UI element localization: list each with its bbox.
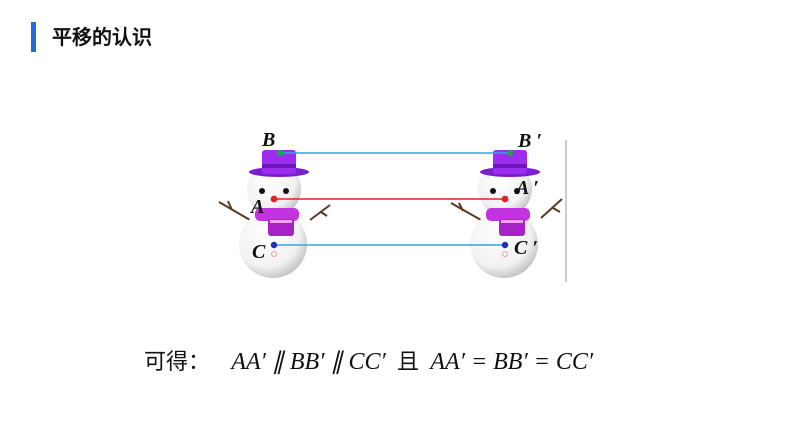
point-c — [270, 241, 278, 249]
label-c: C — [252, 241, 266, 263]
formula-conjunction: 且 — [397, 350, 420, 375]
formula-equal: AA′ = BB′ = CC′ — [430, 349, 594, 375]
title-accent-bar — [31, 22, 36, 52]
label-a: A — [249, 196, 264, 218]
label-a-prime: A ′ — [514, 177, 539, 199]
page-title: 平移的认识 — [52, 25, 152, 49]
formula-prefix: 可得： — [144, 350, 211, 375]
point-b — [276, 149, 284, 157]
label-c-prime: C ′ — [514, 237, 538, 259]
point-b-prime — [506, 149, 514, 157]
translation-figure: B B ′ A A ′ C C ′ — [218, 129, 567, 282]
label-b: B — [261, 129, 275, 151]
label-b-prime: B ′ — [517, 130, 542, 152]
conclusion-formula: 可得： AA′ ∥ BB′ ∥ CC′ 且 AA′ = BB′ = CC′ — [144, 344, 593, 380]
point-a-prime — [501, 195, 509, 203]
point-a — [270, 195, 278, 203]
snowman-original — [218, 150, 331, 278]
snowman-translated — [450, 150, 563, 278]
formula-parallel: AA′ ∥ BB′ ∥ CC′ — [231, 349, 386, 375]
point-c-prime — [501, 241, 509, 249]
